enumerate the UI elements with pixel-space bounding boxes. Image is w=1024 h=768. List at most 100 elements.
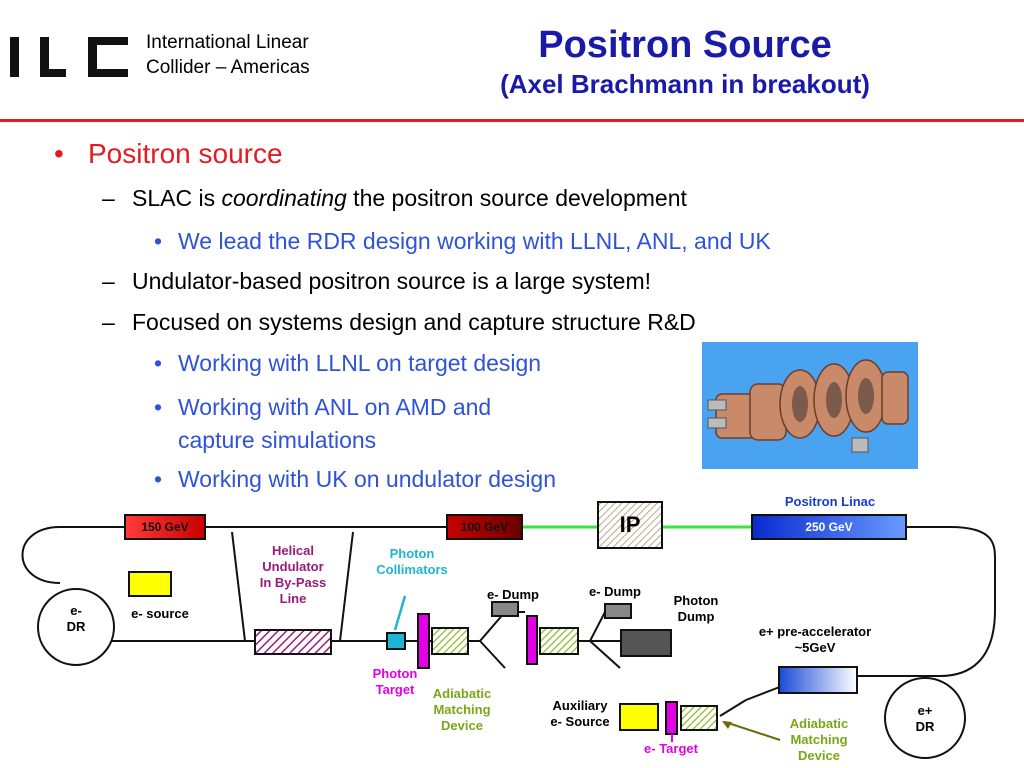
label-line: DR	[915, 719, 935, 734]
e-dump-2-box	[604, 603, 632, 619]
bullet-dot-icon: •	[54, 138, 64, 169]
bypass-left	[231, 531, 246, 642]
beamline-right-loop	[857, 526, 996, 677]
beamline-top-left	[21, 526, 125, 584]
label-e-dump-1: e- Dump	[487, 587, 539, 602]
label-photon-target: Photon Target	[362, 666, 428, 698]
label-line: In By-Pass	[259, 575, 327, 590]
label-aux-source: Auxiliary e- Source	[538, 698, 622, 730]
label-line: Device	[441, 718, 483, 733]
label-250-gev: 250 GeV	[805, 520, 853, 534]
photon-dump-box	[620, 629, 672, 657]
text-pre: SLAC is	[132, 185, 222, 211]
capture-structure-image	[702, 342, 918, 469]
e-minus-dr-ring	[37, 588, 115, 666]
label-line: Helical	[272, 543, 314, 558]
bullet-dot-icon: •	[154, 228, 163, 254]
label-line: Device	[798, 748, 840, 763]
label-e-dump-2: e- Dump	[589, 584, 641, 599]
label-line: e-	[70, 603, 82, 618]
e-plus-dr-ring	[884, 677, 966, 759]
bullet-text: Undulator-based positron source is a lar…	[132, 268, 652, 294]
header-rule	[0, 119, 1024, 122]
label-pre-accelerator: e+ pre-accelerator ~5GeV	[740, 624, 890, 656]
label-amd-2: Adiabatic Matching Device	[776, 716, 862, 764]
label-line: DR	[66, 619, 86, 634]
sub-bullet-coordinating: – SLAC is coordinating the positron sour…	[102, 185, 687, 212]
text-post: the positron source development	[346, 185, 687, 211]
photon-target-box	[417, 613, 430, 669]
label-helical-undulator: Helical Undulator In By-Pass Line	[245, 543, 341, 607]
e-dump-1-box	[491, 601, 519, 617]
label-line: Photon	[389, 546, 435, 561]
e-source-box	[128, 571, 172, 597]
title-sub: (Axel Brachmann in breakout)	[500, 69, 870, 99]
sub-bullet-undulator: – Undulator-based positron source is a l…	[102, 268, 652, 295]
label-line: Undulator	[262, 559, 324, 574]
label-line: Line	[279, 591, 307, 606]
sub-sub-bullet-anl: • Working with ANL on AMD and capture si…	[154, 391, 492, 457]
capture-box	[539, 627, 579, 655]
label-line: ~5GeV	[794, 640, 836, 655]
helical-undulator-box	[254, 629, 332, 655]
bullet-text: Working with LLNL on target design	[178, 350, 542, 376]
sub-sub-bullet-rdr: • We lead the RDR design working with LL…	[154, 228, 771, 255]
linac-150-box	[124, 514, 206, 540]
label-photon-collimators: Photon Collimators	[362, 546, 462, 578]
sub-sub-bullet-llnl: • Working with LLNL on target design	[154, 350, 542, 377]
label-line: Matching	[790, 732, 848, 747]
bypass-right	[339, 531, 354, 642]
dash-icon: –	[102, 185, 115, 211]
linac-250-box	[751, 514, 907, 540]
bullet-text: Working with UK on undulator design	[178, 466, 557, 492]
label-line: Photon	[372, 666, 418, 681]
label-positron-linac: Positron Linac	[784, 494, 876, 509]
org-line-1: International Linear	[146, 32, 309, 53]
label-photon-dump: Photon Dump	[656, 593, 736, 625]
sub-sub-bullet-uk: • Working with UK on undulator design	[154, 466, 557, 493]
bullet-dot-icon: •	[154, 394, 163, 420]
label-line: Adiabatic	[789, 716, 849, 731]
amd-2-box	[680, 705, 718, 731]
amd-1-box	[431, 627, 469, 655]
aux-source-box	[619, 703, 659, 731]
label-line: Dump	[677, 609, 715, 624]
label-e-minus-dr: e- DR	[44, 603, 108, 635]
e-target-box	[665, 701, 678, 735]
bullet-text: Focused on systems design and capture st…	[132, 309, 696, 335]
label-line: Collimators	[376, 562, 448, 577]
label-line: e+ pre-accelerator	[758, 624, 872, 639]
text-emphasis: coordinating	[221, 185, 347, 211]
bullet-text-line-2: capture simulations	[178, 427, 377, 453]
label-line: e+	[917, 703, 933, 718]
label-amd-1: Adiabatic Matching Device	[420, 686, 504, 734]
org-name: International Linear Collider – Americas	[146, 30, 310, 80]
label-150-gev: 150 GeV	[141, 520, 189, 534]
ilc-logo	[10, 37, 128, 77]
dash-icon: –	[102, 309, 115, 335]
pre-accelerator-box	[778, 666, 858, 694]
label-line: e- Source	[550, 714, 610, 729]
org-line-2: Collider – Americas	[146, 57, 310, 78]
ip-box	[597, 501, 663, 549]
bullet-dot-icon: •	[154, 350, 163, 376]
photon-collimator-box	[386, 632, 406, 650]
label-ip: IP	[619, 512, 641, 537]
label-e-target: e- Target	[644, 741, 698, 756]
dash-icon: –	[102, 268, 115, 294]
label-100-gev: 100 GeV	[460, 520, 509, 534]
bullet-text: We lead the RDR design working with LLNL…	[178, 228, 771, 254]
sub-bullet-focused: – Focused on systems design and capture …	[102, 309, 696, 336]
bullet-text-line-1: Working with ANL on AMD and	[178, 394, 492, 420]
label-line: Matching	[433, 702, 491, 717]
bullet-text: Positron source	[88, 138, 283, 169]
slide-title: Positron Source (Axel Brachmann in break…	[380, 22, 990, 100]
label-line: Photon	[673, 593, 719, 608]
label-line: Target	[375, 682, 415, 697]
label-line: Auxiliary	[552, 698, 608, 713]
label-line: Adiabatic	[432, 686, 492, 701]
bullet-dot-icon: •	[154, 466, 163, 492]
linac-100-box	[446, 514, 523, 540]
title-main: Positron Source	[538, 24, 832, 66]
label-e-source: e- source	[131, 606, 189, 621]
